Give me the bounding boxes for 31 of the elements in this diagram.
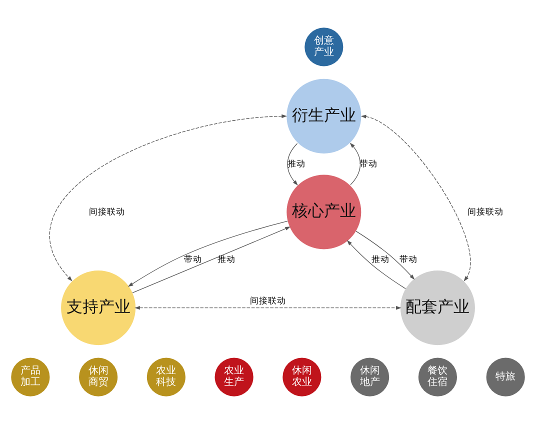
node-circle: 支持产业 (61, 270, 136, 346)
edge-label: 推动 (218, 255, 236, 266)
node-circle: 特旅 (486, 358, 525, 396)
arrow (287, 143, 298, 186)
edge-label: 推动 (371, 255, 390, 266)
arrow (350, 142, 361, 186)
node-circle: 核心产业 (286, 174, 362, 250)
node-circle: 衍生产业 (286, 78, 362, 154)
edge-label: 带动 (359, 159, 378, 170)
arrow (346, 240, 406, 289)
node-circle: 配套产业 (400, 270, 475, 346)
edge-label: 间接联动 (250, 296, 286, 306)
node-circle: 农业科技 (146, 358, 186, 396)
node-circle: 农业生产 (214, 358, 254, 396)
node-circle: 休闲地产 (350, 358, 390, 396)
node-circle: 餐饮住宿 (418, 358, 457, 396)
arrow (128, 220, 288, 287)
arrow (360, 114, 471, 282)
node-circle: 休闲农业 (282, 358, 322, 396)
node-circle: 产品加工 (11, 358, 50, 396)
edge-label: 推动 (288, 159, 306, 170)
arrow (132, 226, 291, 294)
edge-label: 带动 (399, 255, 418, 266)
edge-label: 间接联动 (88, 207, 125, 218)
arrow (49, 114, 287, 282)
arrow (356, 230, 415, 280)
arrow (134, 306, 402, 310)
node-circle: 休闲商贸 (79, 358, 118, 396)
edge-label: 带动 (184, 255, 202, 266)
node-circle: 创意产业 (304, 28, 344, 66)
edge-label: 间接联动 (468, 207, 504, 218)
